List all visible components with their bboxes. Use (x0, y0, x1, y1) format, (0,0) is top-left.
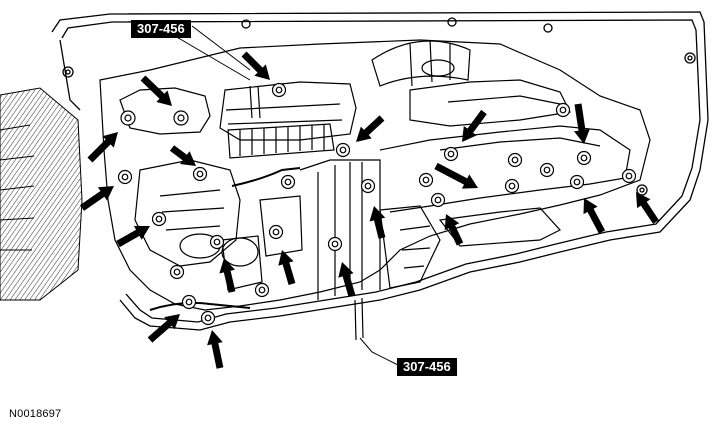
indicator-arrow (147, 314, 180, 343)
figure-id: N0018697 (9, 408, 62, 420)
bolt (271, 82, 287, 98)
indicator-arrow (219, 258, 236, 293)
bolt (169, 264, 185, 280)
indicator-arrow (434, 162, 478, 189)
indicator-arrow (207, 330, 224, 369)
left-housing (0, 87, 83, 301)
bolt (280, 174, 296, 190)
bolt (254, 282, 270, 298)
bolt (507, 152, 523, 168)
indicator-arrow (636, 192, 659, 224)
bolt (192, 166, 208, 182)
bolt (430, 192, 446, 208)
bolt (418, 172, 434, 188)
bolt (268, 224, 284, 240)
bolt (120, 110, 136, 126)
bolt (327, 236, 343, 252)
bolt (555, 102, 571, 118)
indicator-arrow (444, 214, 464, 246)
indicator-arrow (278, 250, 296, 285)
bolt (576, 150, 592, 166)
indicator-arrow (169, 145, 196, 166)
indicator-arrow (574, 103, 590, 144)
bolt (443, 146, 459, 162)
indicator-arrow (87, 132, 118, 163)
bolt (173, 110, 189, 126)
tool-label-top: 307-456 (131, 20, 191, 38)
indicator-arrow (241, 51, 270, 80)
tool-leaders (174, 35, 401, 367)
bolt (539, 162, 555, 178)
ribbed-solenoid (227, 123, 335, 159)
bolt (181, 294, 197, 310)
indicator-arrow (356, 115, 385, 142)
bolt (117, 169, 133, 185)
indicator-arrow (338, 262, 356, 297)
bolt (151, 211, 167, 227)
bolt (209, 234, 225, 250)
indicator-arrows (80, 51, 659, 369)
bolt (504, 178, 520, 194)
bolts (117, 82, 637, 326)
indicator-arrow (369, 206, 386, 239)
bolt (200, 310, 216, 326)
valve-body (99, 25, 651, 341)
tool-label-bottom: 307-456 (397, 358, 457, 376)
indicator-arrow (80, 186, 114, 211)
indicator-arrow (116, 225, 150, 248)
indicator-arrow (140, 75, 172, 106)
bolt (621, 168, 637, 184)
indicator-arrow (583, 198, 606, 234)
bolt (360, 178, 376, 194)
indicator-arrow (462, 109, 487, 142)
bolt (569, 174, 585, 190)
bolt (335, 142, 351, 158)
